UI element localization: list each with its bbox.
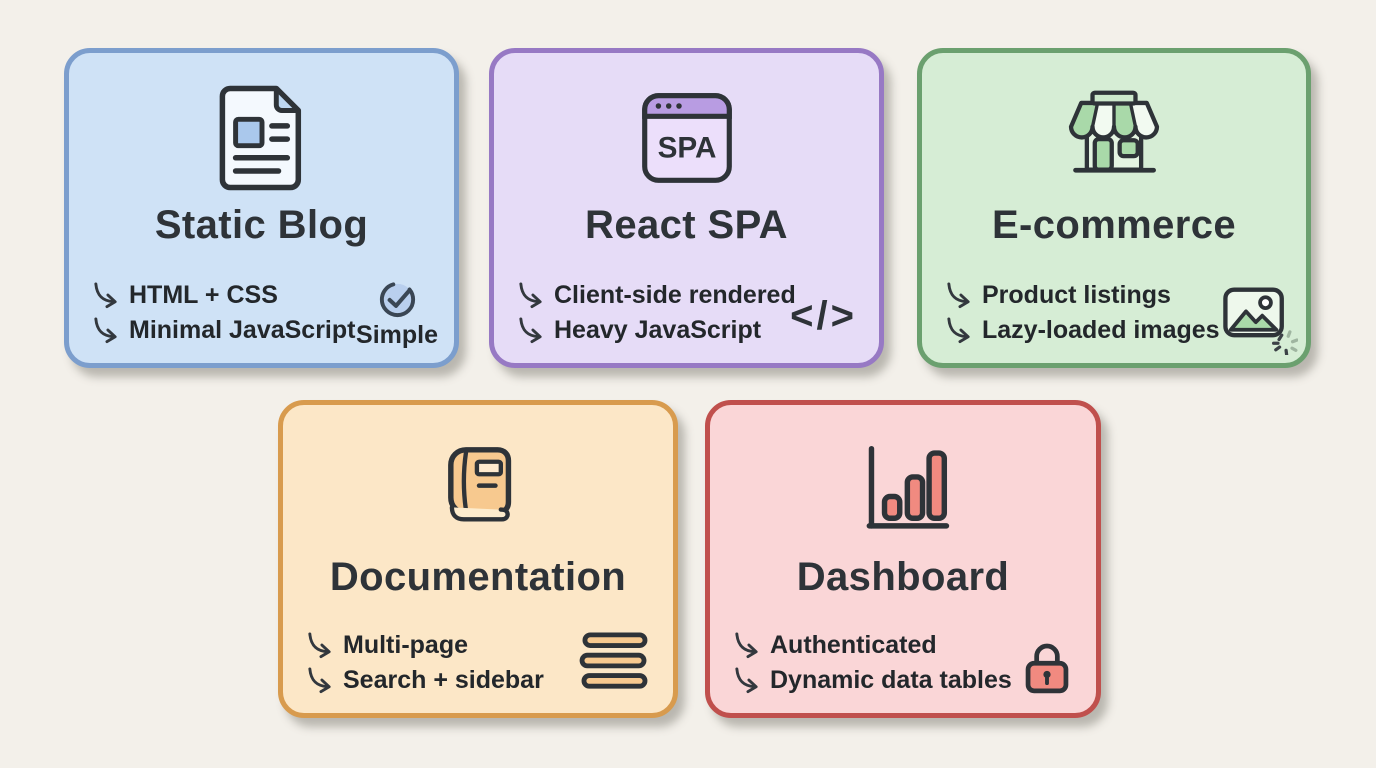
list-item: Search + sidebar	[305, 663, 544, 698]
simple-badge: Simple	[356, 277, 438, 350]
storefront-icon	[922, 81, 1306, 195]
card-title: Static Blog	[154, 203, 369, 247]
curved-arrow-icon	[732, 631, 761, 660]
card-static-blog: Static Blog HTML + CSS Minimal JavaScrip…	[64, 48, 459, 368]
curved-arrow-icon	[516, 316, 545, 345]
curved-arrow-icon	[305, 666, 334, 695]
bullet-text: HTML + CSS	[129, 281, 278, 309]
list-item: Authenticated	[732, 628, 1012, 663]
spa-icon-label: SPA	[657, 131, 716, 164]
bullet-text: Search + sidebar	[343, 666, 544, 694]
curved-arrow-icon	[732, 666, 761, 695]
bullet-list: Client-side rendered Heavy JavaScript	[516, 278, 796, 348]
bullet-list: Authenticated Dynamic data tables	[732, 628, 1012, 698]
curved-arrow-icon	[516, 281, 545, 310]
list-item: Product listings	[944, 278, 1220, 313]
bullet-list: Multi-page Search + sidebar	[305, 628, 544, 698]
lazy-image-icon	[1220, 285, 1298, 355]
card-title: Documentation	[329, 555, 627, 599]
curved-arrow-icon	[944, 281, 973, 310]
bullet-text: Product listings	[982, 281, 1171, 309]
curved-arrow-icon	[91, 316, 120, 345]
curved-arrow-icon	[305, 631, 334, 660]
bullet-text: Minimal JavaScript	[129, 316, 356, 344]
badge-label: Simple	[356, 321, 438, 349]
list-item: Dynamic data tables	[732, 663, 1012, 698]
bullet-list: HTML + CSS Minimal JavaScript	[91, 278, 355, 348]
card-e-commerce: E-commerce Product listings Lazy-loaded …	[917, 48, 1311, 368]
list-item: Client-side rendered	[516, 278, 796, 313]
list-item: Multi-page	[305, 628, 544, 663]
list-item: HTML + CSS	[91, 278, 355, 313]
list-item: Lazy-loaded images	[944, 313, 1220, 348]
bar-chart-icon	[710, 433, 1096, 547]
code-icon: </>	[790, 294, 857, 338]
card-documentation: Documentation Multi-page Search + sideba…	[278, 400, 678, 718]
check-circle-icon	[376, 277, 419, 320]
card-title: Dashboard	[796, 555, 1010, 599]
bullet-text: Lazy-loaded images	[982, 316, 1220, 344]
bullet-text: Dynamic data tables	[770, 666, 1012, 694]
document-icon	[69, 81, 454, 195]
card-dashboard: Dashboard Authenticated Dynamic data tab…	[705, 400, 1101, 718]
bullet-text: Client-side rendered	[554, 281, 796, 309]
bullet-list: Product listings Lazy-loaded images	[944, 278, 1220, 348]
lock-icon	[1016, 633, 1078, 697]
list-item: Minimal JavaScript	[91, 313, 355, 348]
bullet-text: Multi-page	[343, 631, 468, 659]
list-item: Heavy JavaScript	[516, 313, 796, 348]
book-icon	[283, 433, 673, 547]
browser-spa-icon: SPA	[494, 81, 879, 195]
curved-arrow-icon	[91, 281, 120, 310]
card-title: React SPA	[585, 203, 788, 247]
menu-lines-icon	[577, 631, 651, 693]
bullet-text: Heavy JavaScript	[554, 316, 762, 344]
bullet-text: Authenticated	[770, 631, 937, 659]
card-title: E-commerce	[991, 203, 1237, 247]
curved-arrow-icon	[944, 316, 973, 345]
card-react-spa: SPA React SPA Client-side rendered Heavy…	[489, 48, 884, 368]
